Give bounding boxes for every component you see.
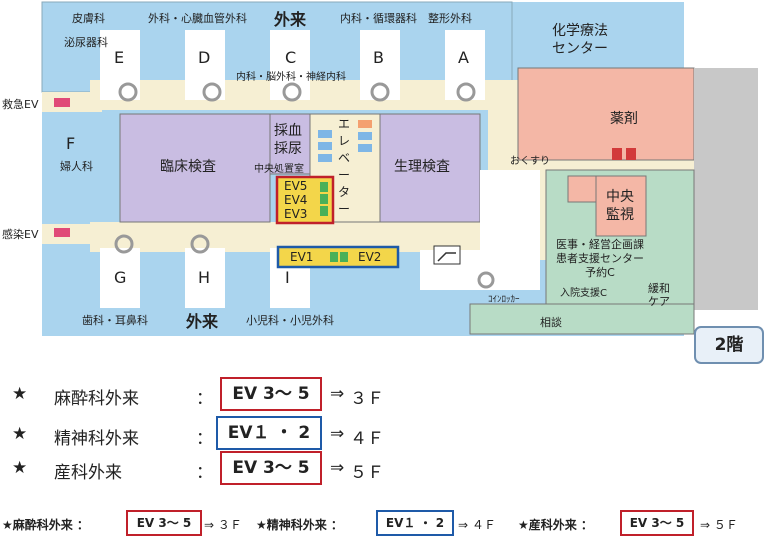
legend-colon-1: ： — [196, 389, 213, 409]
floor-badge: 2階 — [694, 326, 764, 364]
block-b: B — [373, 48, 384, 67]
ev1-label: EV1 — [290, 250, 314, 264]
physiology-lab-label: 生理検査 — [394, 159, 450, 175]
corridor-left-lower — [42, 224, 102, 244]
legend-arrow-2: ⇒ — [330, 424, 345, 444]
clinical-lab-label: 臨床検査 — [160, 159, 216, 175]
blood-collect-label: 採血 採尿 — [274, 123, 302, 157]
internal-neuro-label: 内科・脳外科・神経内科 — [236, 72, 346, 83]
outpatient-bottom-label: 外来 — [186, 312, 219, 331]
legend-small: ★麻酔科外来 ： EV 3～ 5 ⇒ ３Ｆ ★精神科外来 ： EV１ ・ 2 ⇒… — [2, 508, 766, 538]
legend-ev-3: EV 3～ 5 — [232, 458, 310, 478]
legend-small-ev-1: EV 3～ 5 — [136, 516, 192, 530]
legend-small-box-3: EV 3～ 5 — [620, 510, 694, 536]
pharmacy-area — [517, 67, 695, 161]
legend-star-1: ★ — [12, 384, 28, 404]
dermatology-label: 皮膚科 — [72, 12, 105, 25]
legend-dept-1: 麻酔科外来 — [54, 389, 139, 409]
legend-small-suffix-3: ⇒ ５Ｆ — [700, 518, 738, 532]
coin-locker-label: ｺｲﾝﾛｯｶｰ — [488, 295, 520, 305]
legend-star-2: ★ — [12, 424, 28, 444]
legend-dept-2: 精神科外来 — [54, 429, 139, 449]
clinical-lab-area — [119, 113, 271, 223]
legend-small-ev-3: EV 3～ 5 — [629, 516, 685, 530]
medicine-pickup-label: おくすり — [510, 156, 550, 167]
legend-small-box-2: EV１ ・ 2 — [376, 510, 454, 536]
corridor-left-upper — [42, 92, 102, 112]
legend-arrow-1: ⇒ — [330, 384, 345, 404]
emergency-ev-label: 救急EV — [2, 98, 39, 111]
orthopedics-label: 整形外科 — [428, 12, 472, 25]
consultation-label: 相談 — [540, 316, 562, 329]
legend-colon-2: ： — [196, 429, 213, 449]
legend-floor-2: ４Ｆ — [350, 429, 384, 449]
legend-ev-box-2: EV１ ・ 2 — [216, 416, 322, 450]
ev3-label: EV3 — [284, 207, 308, 221]
medical-support-label: 医事・経営企画課 患者支援センター 予約C — [556, 238, 644, 279]
floor-map: 2階 皮膚科 泌尿器科 外科・心臓血管外科 外来 内科・循環器科 整形外科 化学… — [2, 1, 764, 364]
outpatient-top-label: 外来 — [274, 10, 307, 29]
legend-ev-box-3: EV 3～ 5 — [220, 451, 322, 485]
admission-support-label: 入院支援C — [560, 288, 607, 299]
legend-small-box-1: EV 3～ 5 — [126, 510, 202, 536]
consultation-area — [469, 303, 695, 335]
legend-small-ev-2: EV１ ・ 2 — [385, 516, 445, 530]
block-h: H — [198, 268, 211, 287]
block-a: A — [458, 48, 469, 67]
legend-colon-3: ： — [196, 463, 213, 483]
palliative-care-label: 緩和 ケア — [648, 282, 670, 308]
internal-circ-label: 内科・循環器科 — [340, 12, 417, 25]
block-i: I — [285, 268, 290, 287]
central-monitor-area — [595, 175, 647, 237]
urology-label: 泌尿器科 — [64, 36, 108, 49]
legend-small-prefix-3: ★産科外来 ： — [518, 518, 593, 532]
ev2-label: EV2 — [358, 250, 382, 264]
pharmacy-label: 薬剤 — [610, 111, 638, 127]
gynecology-f-label: F — [66, 134, 76, 153]
block-e: E — [114, 48, 125, 67]
block-g: G — [114, 268, 127, 287]
legend-small-prefix-1: ★麻酔科外来 ： — [2, 518, 89, 532]
chemo-center-label: 化学療法 センター — [552, 23, 608, 57]
floor-label: 2階 — [714, 335, 744, 355]
legend-small-suffix-2: ⇒ ４Ｆ — [458, 518, 496, 532]
central-treat-label: 中央処置室 — [254, 164, 304, 175]
ev4-label: EV4 — [284, 193, 308, 207]
floor-plan-graphic — [41, 1, 758, 336]
legend-dept-3: 産科外来 — [54, 463, 122, 483]
elevator-vertical-label: エレベーター — [338, 117, 351, 216]
infection-ev-label: 感染EV — [2, 228, 39, 241]
legend-floor-3: ５Ｆ — [350, 463, 384, 483]
gynecology-label: 婦人科 — [60, 160, 93, 173]
surgery-cardio-label: 外科・心臓血管外科 — [148, 12, 247, 25]
legend-ev-1: EV 3～ 5 — [232, 384, 310, 404]
ev5-label: EV5 — [284, 179, 308, 193]
legend-ev-2: EV１ ・ 2 — [227, 423, 311, 443]
gray-area — [694, 68, 758, 310]
legend-star-3: ★ — [12, 458, 28, 478]
blood-collect-area — [269, 113, 311, 175]
dental-ent-label: 歯科・耳鼻科 — [82, 314, 148, 327]
block-c: C — [285, 48, 297, 67]
legend-floor-1: ３Ｆ — [350, 389, 384, 409]
physiology-lab-area — [379, 113, 481, 223]
block-d: D — [198, 48, 211, 67]
central-monitor-label: 中央 監視 — [606, 189, 634, 223]
legend-ev-box-1: EV 3～ 5 — [220, 377, 322, 411]
ev-upper-group: EV5 EV4 EV3 — [284, 179, 307, 221]
legend-arrow-3: ⇒ — [330, 458, 345, 478]
pediatrics-label: 小児科・小児外科 — [246, 314, 334, 327]
legend-small-prefix-2: ★精神科外来 ： — [256, 518, 343, 532]
legend-small-suffix-1: ⇒ ３Ｆ — [204, 518, 242, 532]
